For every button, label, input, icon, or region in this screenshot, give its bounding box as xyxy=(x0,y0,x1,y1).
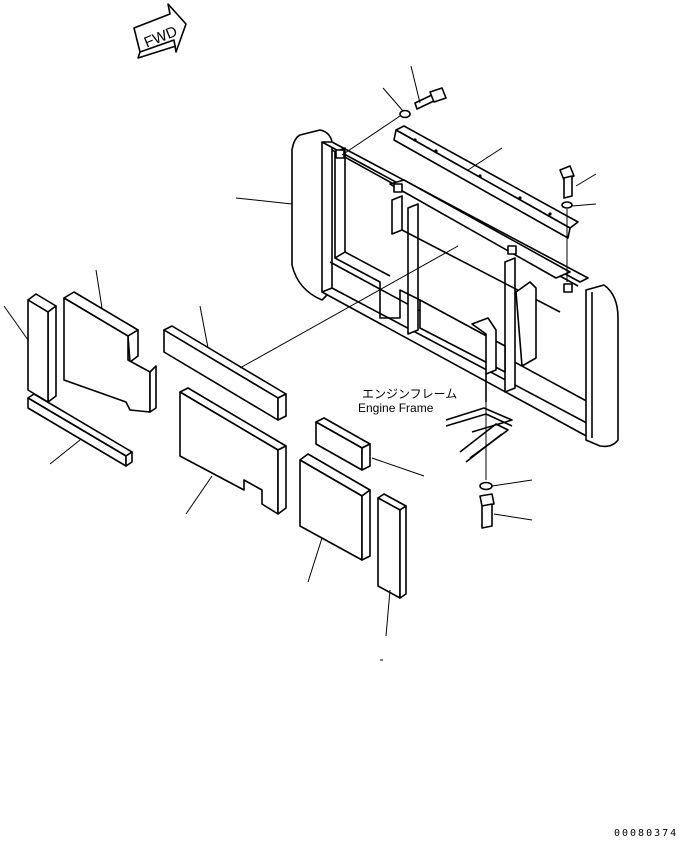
pad-notched-left xyxy=(63,291,157,413)
bolt-lower-icon xyxy=(471,317,533,529)
fwd-arrow-icon: FWD xyxy=(133,3,187,59)
bolt-right-icon xyxy=(559,165,597,282)
pad-long-center xyxy=(163,325,287,421)
engine-frame-jp-label: エンジンフレーム xyxy=(362,387,457,401)
pad-narrow-left xyxy=(27,293,57,403)
upper-mount-strip xyxy=(393,125,579,239)
pad-square-center xyxy=(299,453,371,561)
guard-frame xyxy=(291,129,619,448)
drawing-number: 00080374 xyxy=(614,828,678,839)
pad-long-bottom-left xyxy=(27,393,133,467)
engine-frame-en-label: Engine Frame xyxy=(358,401,434,415)
leader-lines xyxy=(3,147,503,661)
bolt-top-icon xyxy=(341,65,447,156)
pad-small-center xyxy=(315,417,371,471)
pad-narrow-right xyxy=(377,493,407,599)
pad-notched-center xyxy=(179,387,287,515)
engine-frame-stub xyxy=(445,407,513,463)
